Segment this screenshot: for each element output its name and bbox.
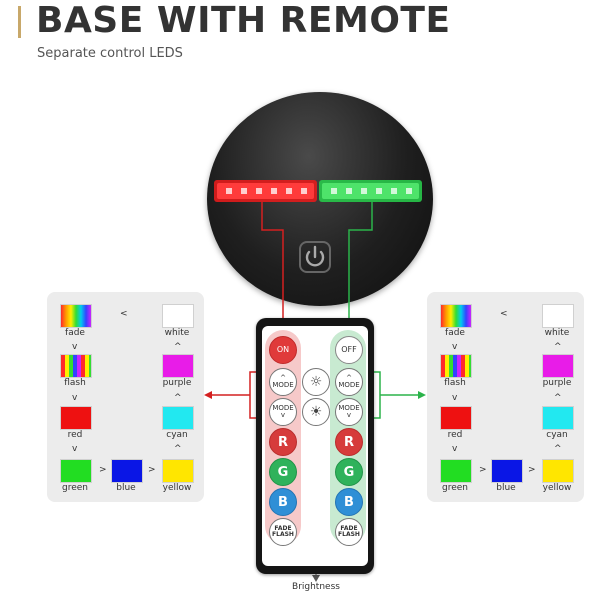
- arrow-symbol: >: [148, 465, 156, 475]
- arrow-symbol: >: [528, 465, 536, 475]
- mode-label: MODE: [272, 381, 294, 389]
- brightness-up-icon: ☼: [309, 374, 323, 390]
- label-white: white: [164, 328, 190, 338]
- swatch-red: [60, 406, 92, 430]
- arrow-symbol: ^: [554, 444, 562, 454]
- arrow-symbol: ^: [554, 342, 562, 352]
- mode-label: MODE: [338, 404, 360, 412]
- swatch-white: [162, 304, 194, 328]
- label-blue: blue: [496, 483, 516, 493]
- blue-button-left[interactable]: B: [269, 488, 297, 516]
- mode-up-button-left[interactable]: ^ MODE: [269, 368, 297, 396]
- arrow-symbol: ^: [174, 393, 182, 403]
- arrow-symbol: ^: [174, 342, 182, 352]
- mode-up-symbol: ^: [346, 374, 352, 382]
- swatch-fade: [440, 304, 472, 328]
- blue-button-right[interactable]: B: [335, 488, 363, 516]
- swatch-flash: [440, 354, 472, 378]
- page-title: BASE WITH REMOTE: [36, 0, 451, 41]
- arrow-symbol: v: [452, 342, 458, 352]
- arrow-symbol: v: [72, 444, 78, 454]
- green-button-right[interactable]: G: [335, 458, 363, 486]
- mode-up-symbol: ^: [280, 374, 286, 382]
- arrow-symbol: >: [99, 465, 107, 475]
- swatch-yellow: [542, 459, 574, 483]
- swatch-flash: [60, 354, 92, 378]
- label-yellow: yellow: [542, 483, 572, 493]
- label-cyan: cyan: [546, 430, 568, 440]
- flash-label: FLASH: [272, 531, 294, 538]
- off-button[interactable]: OFF: [335, 336, 363, 364]
- swatch-purple: [162, 354, 194, 378]
- brightness-up-button[interactable]: ☼: [302, 368, 330, 396]
- label-red: red: [447, 430, 463, 440]
- swatch-yellow: [162, 459, 194, 483]
- mode-down-button-right[interactable]: MODE v: [335, 398, 363, 426]
- flash-label: FLASH: [338, 531, 360, 538]
- page-subtitle: Separate control LEDS: [37, 46, 183, 61]
- swatch-blue: [111, 459, 143, 483]
- arrow-symbol: <: [500, 309, 508, 319]
- mode-label: MODE: [338, 381, 360, 389]
- arrow-symbol: >: [479, 465, 487, 475]
- red-button-right[interactable]: R: [335, 428, 363, 456]
- label-purple: purple: [542, 378, 572, 388]
- mode-down-button-left[interactable]: MODE v: [269, 398, 297, 426]
- label-cyan: cyan: [166, 430, 188, 440]
- label-flash: flash: [444, 378, 466, 388]
- left-color-panel: fade < white v ^ flash purple v ^ red cy…: [47, 292, 204, 502]
- label-fade: fade: [445, 328, 465, 338]
- label-fade: fade: [65, 328, 85, 338]
- label-red: red: [67, 430, 83, 440]
- swatch-purple: [542, 354, 574, 378]
- on-button[interactable]: ON: [269, 336, 297, 364]
- red-button-left[interactable]: R: [269, 428, 297, 456]
- fade-flash-button-left[interactable]: FADE FLASH: [269, 518, 297, 546]
- fade-label: FADE: [274, 525, 292, 532]
- arrow-symbol: v: [72, 342, 78, 352]
- brightness-down-button[interactable]: ☀: [302, 398, 330, 426]
- fade-flash-button-right[interactable]: FADE FLASH: [335, 518, 363, 546]
- brightness-label: Brightness: [292, 582, 340, 592]
- brightness-down-icon: ☀: [309, 404, 323, 420]
- mode-down-symbol: v: [346, 411, 352, 419]
- label-yellow: yellow: [162, 483, 192, 493]
- label-flash: flash: [64, 378, 86, 388]
- swatch-red: [440, 406, 472, 430]
- mode-label: MODE: [272, 404, 294, 412]
- arrow-symbol: v: [452, 444, 458, 454]
- swatch-green: [440, 459, 472, 483]
- swatch-green: [60, 459, 92, 483]
- swatch-cyan: [542, 406, 574, 430]
- swatch-white: [542, 304, 574, 328]
- title-accent-bar: [18, 6, 21, 38]
- arrow-symbol: v: [72, 393, 78, 403]
- swatch-fade: [60, 304, 92, 328]
- green-button-left[interactable]: G: [269, 458, 297, 486]
- right-color-panel: fade < white v ^ flash purple v ^ red cy…: [427, 292, 584, 502]
- arrow-symbol: <: [120, 309, 128, 319]
- label-purple: purple: [162, 378, 192, 388]
- label-white: white: [544, 328, 570, 338]
- arrow-symbol: ^: [174, 444, 182, 454]
- label-green: green: [62, 483, 88, 493]
- swatch-cyan: [162, 406, 194, 430]
- mode-up-button-right[interactable]: ^ MODE: [335, 368, 363, 396]
- power-icon: [299, 241, 331, 273]
- swatch-blue: [491, 459, 523, 483]
- label-green: green: [442, 483, 468, 493]
- arrow-symbol: v: [452, 393, 458, 403]
- mode-down-symbol: v: [280, 411, 286, 419]
- arrow-symbol: ^: [554, 393, 562, 403]
- fade-label: FADE: [340, 525, 358, 532]
- label-blue: blue: [116, 483, 136, 493]
